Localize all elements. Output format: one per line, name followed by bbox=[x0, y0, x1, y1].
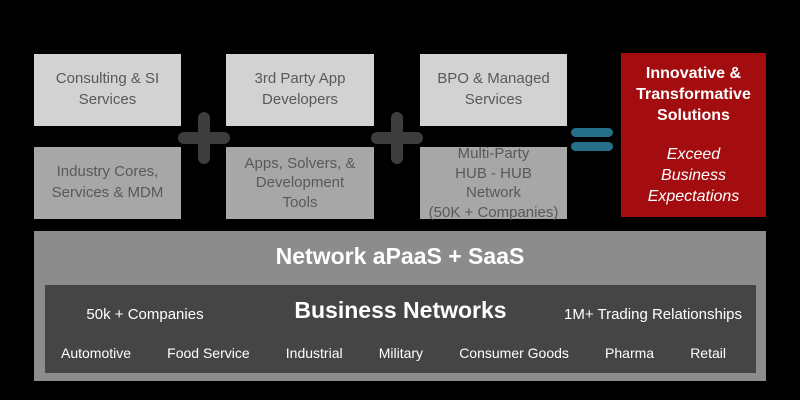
industry-pharma: Pharma bbox=[605, 345, 655, 361]
box-3rd-party-app-developers: 3rd Party App Developers bbox=[226, 54, 374, 126]
box-apps-solvers-development-tools: Apps, Solvers, & Development Tools bbox=[226, 147, 374, 219]
companies-stat: 50k + Companies bbox=[86, 306, 204, 323]
industry-industrial: Industrial bbox=[285, 345, 343, 361]
box-label: Multi-Party HUB - HUB Network (50K + Com… bbox=[428, 145, 559, 221]
industry-food-service: Food Service bbox=[167, 345, 250, 361]
business-networks-panel: 50k + Companies Business Networks 1M+ Tr… bbox=[45, 285, 756, 373]
box-industry-cores-services-mdm: Industry Cores, Services & MDM bbox=[34, 147, 181, 219]
business-networks-title: Business Networks bbox=[294, 297, 507, 323]
box-label: Apps, Solvers, & Development Tools bbox=[244, 154, 356, 211]
plus-icon bbox=[371, 112, 423, 164]
industry-retail: Retail bbox=[690, 345, 726, 361]
industry-consumer-goods: Consumer Goods bbox=[459, 345, 569, 361]
box-multi-party-hub-network: Multi-Party HUB - HUB Network (50K + Com… bbox=[420, 145, 567, 221]
equals-top-bar bbox=[571, 128, 613, 137]
industry-automotive: Automotive bbox=[61, 345, 132, 361]
box-label: Consulting & SI Services bbox=[55, 70, 160, 108]
box-label: Industry Cores, Services & MDM bbox=[51, 163, 164, 201]
industries-row: Automotive Food Service Industrial Milit… bbox=[45, 345, 756, 361]
result-title: Innovative & Transformative Solutions bbox=[636, 64, 751, 124]
plus-vertical-bar bbox=[391, 112, 403, 164]
equals-icon bbox=[571, 128, 613, 151]
result-subtitle: Exceed Business Expectations bbox=[647, 146, 740, 206]
network-apaas-saas-band: Network aPaaS + SaaS 50k + Companies Bus… bbox=[34, 231, 766, 381]
box-label: BPO & Managed Services bbox=[437, 70, 550, 108]
industry-military: Military bbox=[378, 345, 424, 361]
result-box-innovative-solutions: Innovative & Transformative Solutions Ex… bbox=[621, 53, 766, 217]
trading-relationships-stat: 1M+ Trading Relationships bbox=[563, 306, 742, 323]
equals-bottom-bar bbox=[571, 142, 613, 151]
platform-title: Network aPaaS + SaaS bbox=[275, 243, 525, 269]
plus-vertical-bar bbox=[198, 112, 210, 164]
box-label: 3rd Party App Developers bbox=[254, 70, 346, 108]
box-bpo-managed-services: BPO & Managed Services bbox=[420, 54, 567, 126]
box-consulting-si-services: Consulting & SI Services bbox=[34, 54, 181, 126]
plus-icon bbox=[178, 112, 230, 164]
